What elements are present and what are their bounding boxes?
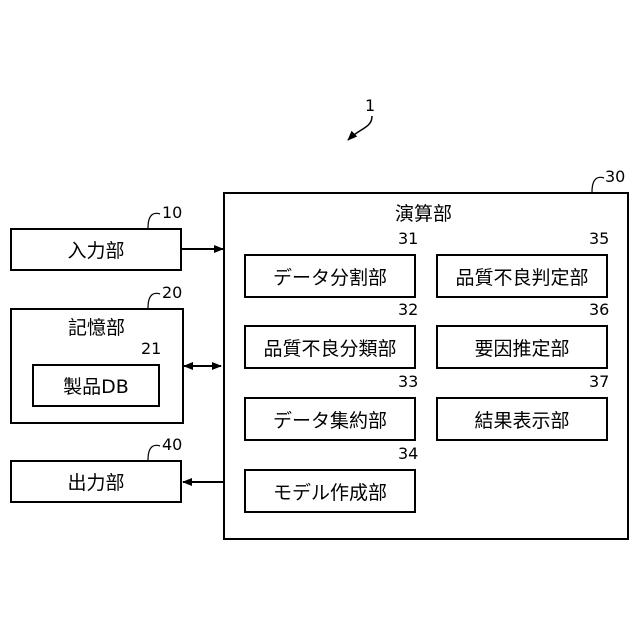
compute-unit-ref: 30 [605,167,625,186]
module-box-33: データ集約部 [244,397,416,441]
module-label-35: 品質不良判定部 [455,263,588,290]
module-box-31: データ分割部 [244,254,416,298]
module-ref-33: 33 [398,372,418,391]
module-label-36: 要因推定部 [474,334,569,361]
module-ref-36: 36 [589,300,609,319]
module-box-35: 品質不良判定部 [436,254,608,298]
compute-unit-label: 演算部 [395,199,452,226]
product-db-label: 製品DB [63,372,129,399]
module-box-34: モデル作成部 [244,469,416,513]
input-unit-ref: 10 [162,203,182,222]
output-unit-ref: 40 [162,435,182,454]
module-ref-37: 37 [589,372,609,391]
product-db-ref: 21 [141,339,161,358]
storage-unit-label: 記憶部 [68,313,125,340]
input-unit-label: 入力部 [67,236,124,263]
module-label-37: 結果表示部 [474,406,569,433]
module-label-34: モデル作成部 [273,478,387,505]
leader-10 [148,213,160,228]
system-pointer-arrow [348,116,372,140]
storage-unit-ref: 20 [162,283,182,302]
leader-20 [148,293,160,308]
module-ref-31: 31 [398,229,418,248]
module-ref-32: 32 [398,300,418,319]
leader-40 [148,445,160,460]
module-label-31: データ分割部 [273,263,387,290]
module-box-32: 品質不良分類部 [244,325,416,369]
product-db-box: 製品DB [32,364,160,407]
module-label-32: 品質不良分類部 [263,334,396,361]
output-unit-box: 出力部 [10,460,182,503]
leader-30 [592,177,604,192]
module-ref-34: 34 [398,444,418,463]
module-label-33: データ集約部 [273,406,387,433]
system-ref-label: 1 [365,96,375,115]
module-box-36: 要因推定部 [436,325,608,369]
module-ref-35: 35 [589,229,609,248]
input-unit-box: 入力部 [10,228,182,271]
module-box-37: 結果表示部 [436,397,608,441]
output-unit-label: 出力部 [67,468,124,495]
